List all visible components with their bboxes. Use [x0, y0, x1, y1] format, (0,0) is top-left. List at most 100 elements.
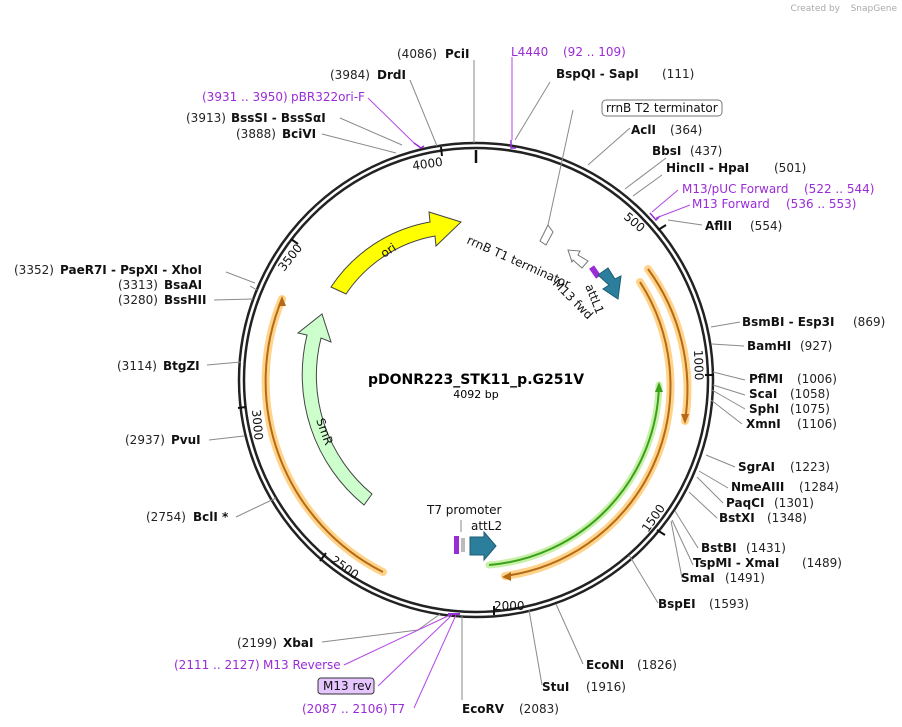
primer-range-m13reverse: (2111 .. 2127) [174, 658, 260, 672]
enzyme-pos-pvui: (2937) [125, 433, 165, 447]
enzyme-labels-left: (4086) PciI (3984) DrdI (3913) BssSI - B… [14, 47, 470, 650]
enzyme-pos-acli: (364) [670, 123, 702, 137]
enzyme-name-bcli: BclI * [193, 510, 229, 524]
enzyme-pos-drdi: (3984) [330, 68, 370, 82]
enzyme-pos-aflii: (554) [750, 219, 782, 233]
t7-promoter-label: T7 promoter [426, 503, 502, 517]
smr-feature[interactable] [296, 313, 373, 506]
enzyme-name-bstxi: BstXI [719, 511, 755, 525]
enzyme-name-drdi: DrdI [377, 68, 406, 82]
rrnb-t2-label-box[interactable] [601, 99, 723, 117]
enzyme-name-nmeaiii: NmeAIII [731, 480, 784, 494]
ori-feature[interactable] [330, 211, 462, 295]
gene-green-arrowhead [655, 382, 663, 392]
enzyme-name-bbsi: BbsI [652, 144, 681, 158]
enzyme-name-paer7i: PaeR7I - PspXI - XhoI [60, 263, 202, 277]
enzyme-pos-stui: (1916) [586, 680, 626, 694]
primer-range-t7: (2087 .. 2106) [302, 702, 388, 716]
enzyme-name-bsaai: BsaAI [164, 278, 202, 292]
enzyme-pos-tspmi: (1489) [802, 556, 842, 570]
attl2-feature[interactable] [469, 530, 497, 562]
enzyme-name-bsssi: BssSI - BssSαI [231, 111, 326, 125]
enzyme-pos-smai: (1491) [725, 571, 765, 585]
t7-promoter-marker [454, 536, 459, 554]
enzyme-name-sphi: SphI [749, 402, 779, 416]
l4440-primer-marker [510, 140, 516, 149]
t7-promoter-bar [461, 538, 465, 552]
tick-label-2000: 2000 [494, 599, 525, 613]
credit-prefix: Created by [790, 4, 840, 14]
enzyme-pos-bsshii: (3280) [118, 293, 158, 307]
enzyme-pos-bstbi: (1431) [746, 541, 786, 555]
leader-lines [206, 60, 746, 700]
enzyme-name-scai: ScaI [749, 387, 777, 401]
primer-name-l4440: L4440 [511, 45, 548, 59]
enzyme-name-xmni: XmnI [746, 417, 781, 431]
orf-right-top-arc[interactable] [647, 268, 689, 422]
attl1-feature[interactable] [597, 267, 622, 300]
orf-right-bottom-arrowhead [502, 572, 511, 581]
enzyme-name-bsmbi: BsmBI - Esp3I [742, 315, 834, 329]
enzyme-pos-bspei: (1593) [709, 597, 749, 611]
enzyme-name-xbai: XbaI [283, 636, 313, 650]
enzyme-name-bamhi: BamHI [747, 339, 791, 353]
enzyme-pos-bsmbi: (869) [853, 315, 885, 329]
enzyme-name-btgzi: BtgZI [163, 359, 200, 373]
enzyme-pos-scai: (1058) [790, 387, 830, 401]
enzyme-pos-hincii: (501) [774, 161, 806, 175]
enzyme-name-acli: AclI [631, 123, 656, 137]
backbone-inner-ring [242, 146, 710, 614]
enzyme-name-ecorv: EcoRV [462, 702, 505, 716]
primer-range-l4440: (92 .. 109) [563, 45, 626, 59]
primer-name-m13reverse: M13 Reverse [263, 658, 341, 672]
pbr322ori-primer-marker [413, 142, 425, 149]
enzyme-pos-sgrai: (1223) [790, 460, 830, 474]
enzyme-pos-paqci: (1301) [774, 496, 814, 510]
primer-name-m13puc: M13/pUC Forward [682, 182, 789, 196]
primer-name-pbr322ori: pBR322ori-F [291, 90, 365, 104]
enzyme-pos-pcii: (4086) [397, 47, 437, 61]
enzyme-pos-sphi: (1075) [790, 402, 830, 416]
enzyme-name-bsshii: BssHII [164, 293, 206, 307]
tick-label-3000: 3000 [249, 409, 266, 441]
enzyme-pos-bstxi: (1348) [767, 511, 807, 525]
primer-range-m13puc: (522 .. 544) [804, 182, 874, 196]
enzyme-pos-bcivi: (3888) [236, 127, 276, 141]
attl2-label: attL2 [471, 519, 502, 533]
tick-mark-2500 [319, 552, 327, 562]
enzyme-name-sgrai: SgrAI [738, 460, 775, 474]
enzyme-name-hincii: HincII - HpaI [666, 161, 749, 175]
enzyme-pos-bsaai: (3313) [118, 278, 158, 292]
orf-left-arc[interactable] [264, 298, 384, 573]
gene-green-arc[interactable] [488, 384, 660, 566]
backbone-outer-ring [237, 141, 715, 619]
rrnb-t1-terminator-shape[interactable] [567, 249, 589, 269]
primer-leader-lines [343, 57, 691, 709]
primer-name-t7: T7 [389, 702, 405, 716]
enzyme-pos-xbai: (2199) [237, 636, 277, 650]
tick-mark-1500 [656, 529, 666, 536]
enzyme-pos-ecorv: (2083) [519, 702, 559, 716]
enzyme-pos-btgzi: (3114) [117, 359, 157, 373]
enzyme-pos-bsssi: (3913) [186, 111, 226, 125]
enzyme-name-bcivi: BciVI [282, 127, 316, 141]
orf-right-bottom-arc[interactable] [504, 281, 672, 577]
enzyme-pos-bamhi: (927) [800, 339, 832, 353]
enzyme-pos-econi: (1826) [637, 658, 677, 672]
primer-labels: L4440 (92 .. 109) (3931 .. 3950) pBR322o… [174, 45, 874, 716]
tick-mark-3000 [237, 406, 247, 409]
enzyme-pos-bbsi: (437) [690, 144, 722, 158]
m13-rev-label: M13 rev [323, 679, 372, 693]
primer-range-m13forward: (536 .. 553) [786, 197, 856, 211]
enzyme-name-pflmi: PflMI [749, 372, 783, 386]
primer-range-pbr322ori: (3931 .. 3950) [202, 90, 288, 104]
plasmid-name: pDONR223_STK11_p.G251V [368, 372, 584, 388]
rrnb-t2-terminator-shape[interactable] [539, 224, 554, 246]
m13-rev-box[interactable] [317, 677, 375, 695]
rrnb-t2-label: rrnB T2 terminator [606, 101, 718, 115]
primer-name-m13forward: M13 Forward [692, 197, 770, 211]
enzyme-name-pvui: PvuI [171, 433, 201, 447]
enzyme-name-bspei: BspEI [658, 597, 696, 611]
credit-brand: SnapGene [851, 4, 898, 14]
